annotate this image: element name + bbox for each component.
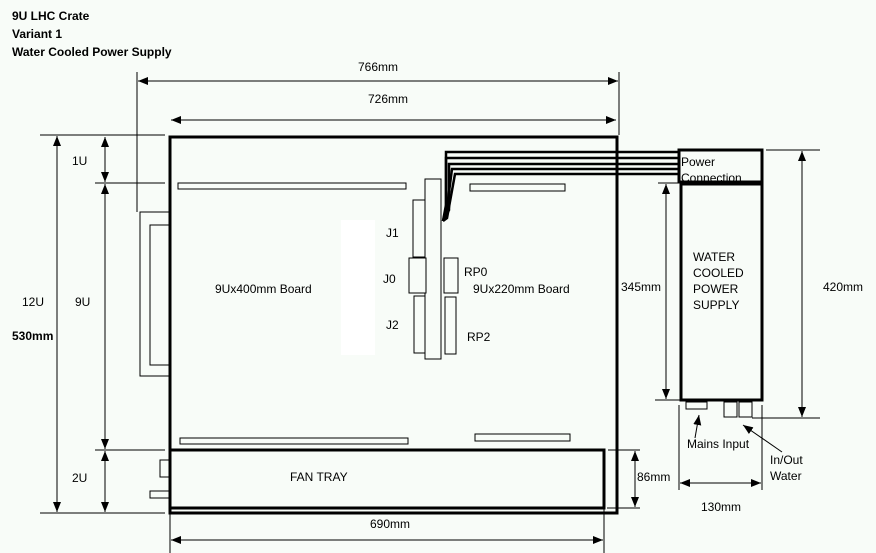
board-white-area	[341, 220, 375, 355]
dim-690mm: 690mm	[169, 508, 605, 553]
power-supply-box	[679, 182, 764, 402]
dim-1u-label: 1U	[72, 154, 87, 168]
title-line-1: 9U LHC Crate	[12, 9, 90, 23]
fan-tray	[168, 448, 606, 510]
dim-86mm: 86mm	[607, 449, 670, 509]
mains-input-arrow	[693, 414, 702, 439]
dim-726mm-label: 726mm	[368, 92, 408, 106]
water-connector-out	[738, 401, 753, 418]
label-rp2: RP2	[467, 330, 491, 344]
dim-726mm: 726mm	[171, 92, 616, 124]
label-board-220: 9Ux220mm Board	[473, 282, 570, 296]
dim-86mm-label: 86mm	[637, 470, 670, 484]
label-j2: J2	[386, 318, 399, 332]
label-j1: J1	[386, 226, 399, 240]
dim-345mm-label: 345mm	[621, 280, 661, 294]
connector-j2	[413, 295, 426, 354]
dim-766mm: 766mm	[136, 60, 620, 212]
card-guide-bottom-left	[179, 437, 409, 445]
water-connector-in	[723, 401, 738, 418]
label-fan-tray: FAN TRAY	[290, 470, 348, 484]
card-guide-top-left	[177, 182, 407, 190]
power-cables	[441, 150, 678, 222]
label-psu-1: WATER	[693, 250, 735, 264]
side-panel-inner	[149, 224, 171, 366]
label-j0: J0	[383, 272, 396, 286]
connector-rp0	[443, 257, 459, 294]
label-board-400: 9Ux400mm Board	[215, 282, 312, 296]
dim-345mm: 345mm	[621, 182, 680, 401]
dim-12u: 12U 530mm	[12, 134, 165, 514]
label-psu-4: SUPPLY	[693, 298, 739, 312]
dim-9u-label: 9U	[75, 295, 90, 309]
label-power-connection-2: Connection	[681, 171, 742, 185]
label-rp0: RP0	[464, 265, 488, 279]
connector-rp2	[444, 296, 457, 355]
dim-530mm-label: 530mm	[12, 329, 53, 343]
mains-input-connector	[685, 401, 708, 410]
card-guide-top-right	[469, 183, 566, 192]
dim-1u-9u-2u: 1U 9U 2U	[72, 137, 165, 512]
title-line-3: Water Cooled Power Supply	[12, 45, 172, 59]
connector-j0	[408, 257, 427, 294]
label-psu-2: COOLED	[693, 266, 744, 280]
label-water-1: In/Out	[770, 453, 803, 467]
power-connection-box	[677, 148, 764, 184]
fan-tray-handle-bottom	[149, 490, 171, 499]
card-guide-bottom-right	[474, 433, 571, 442]
backplane	[424, 178, 442, 360]
dim-766mm-label: 766mm	[358, 60, 398, 74]
dim-12u-label: 12U	[22, 295, 44, 309]
water-arrow	[742, 424, 783, 453]
dim-2u-label: 2U	[72, 471, 87, 485]
dim-130mm: 130mm	[678, 405, 763, 514]
label-power-connection-1: Power	[681, 155, 715, 169]
dim-420mm: 420mm	[752, 149, 863, 419]
dim-690mm-label: 690mm	[370, 517, 410, 531]
dim-130mm-label: 130mm	[701, 500, 741, 514]
dim-420mm-label: 420mm	[823, 280, 863, 294]
label-psu-3: POWER	[693, 282, 739, 296]
crate-outline	[168, 135, 619, 515]
label-water-2: Water	[770, 469, 802, 483]
label-mains-input: Mains Input	[687, 437, 750, 451]
connector-j1	[412, 199, 426, 258]
title-line-2: Variant 1	[12, 27, 62, 41]
